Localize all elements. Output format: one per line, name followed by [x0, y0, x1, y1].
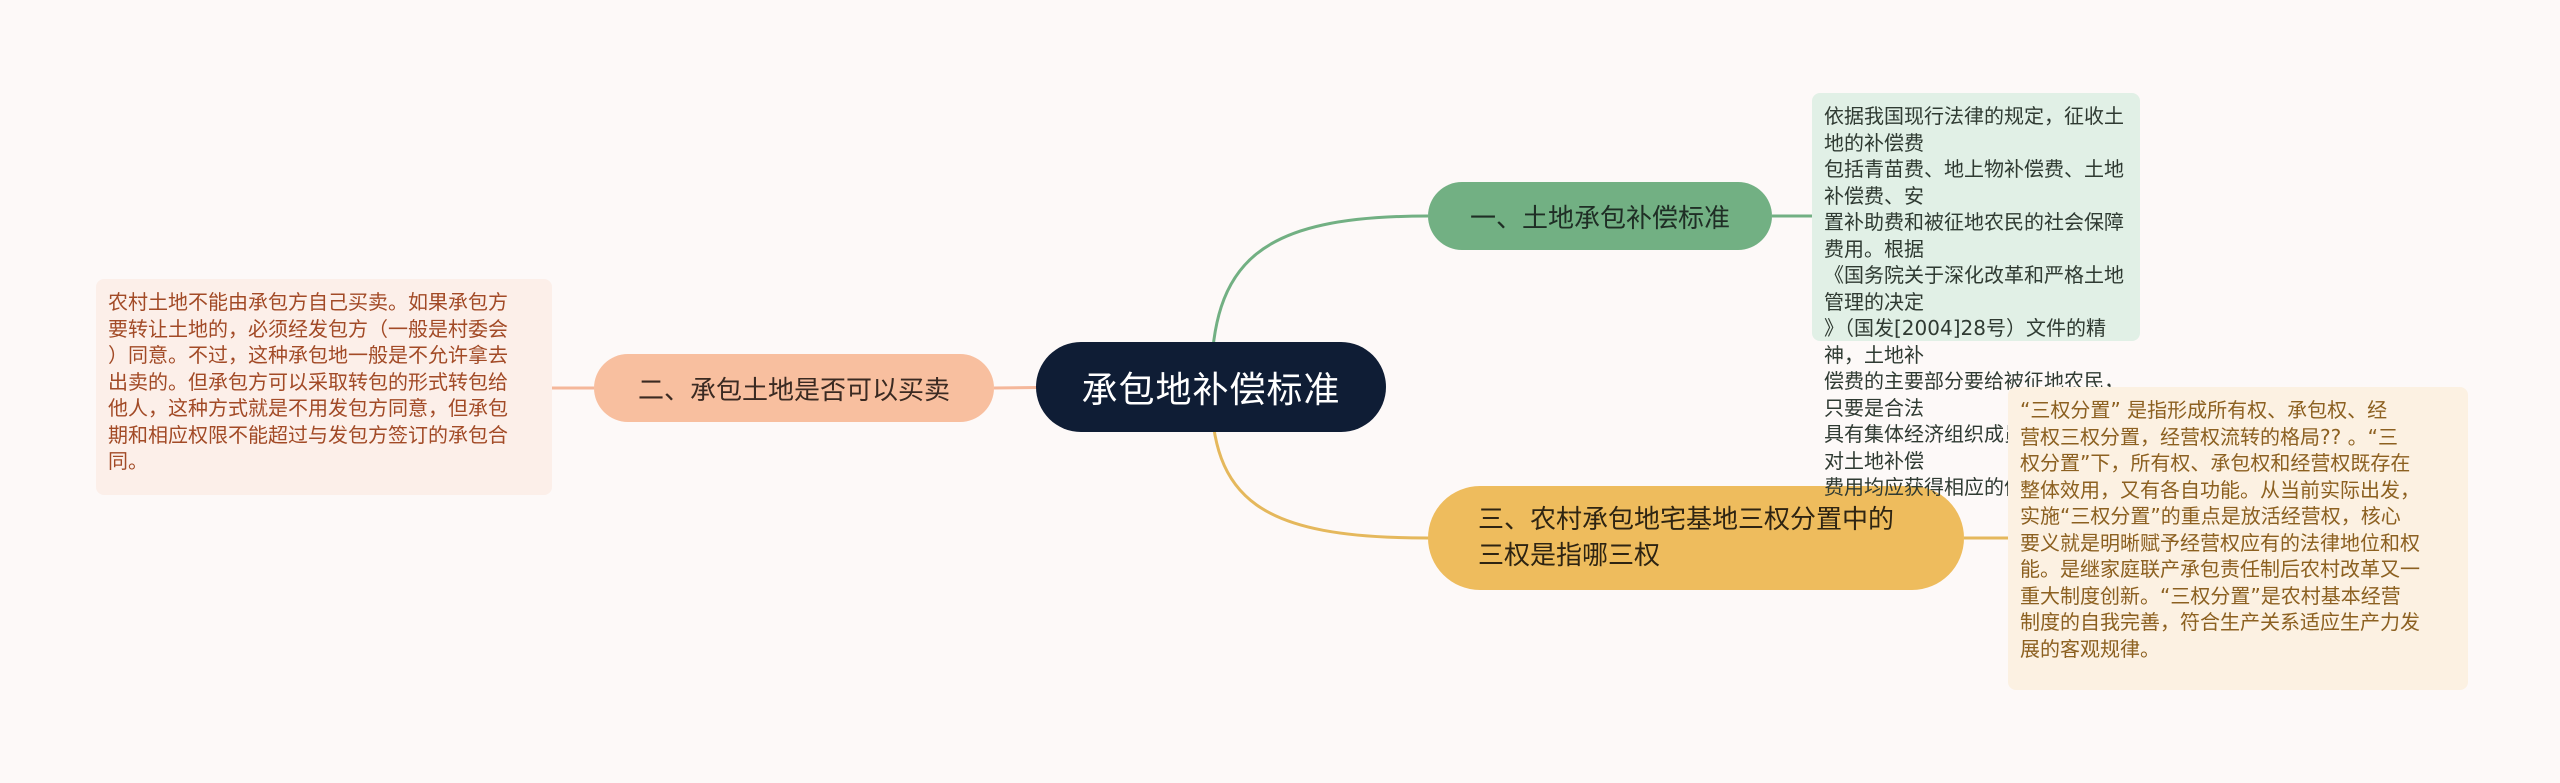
branch-label: 一、土地承包补偿标准: [1469, 203, 1730, 234]
note-box-1: 依据我国现行法律的规定，征收土地的补偿费 包括青苗费、地上物补偿费、土地补偿费、…: [1812, 93, 2140, 499]
note-box-3: “三权分置” 是指形成所有权、承包权、经 营权三权分置，经营权流转的格局?? 。…: [2008, 387, 2468, 690]
note-box-2: 农村土地不能由承包方自己买卖。如果承包方 要转让土地的，必须经发包方（一般是村委…: [96, 279, 552, 495]
link-root-to-branch-1: [1209, 214, 1429, 388]
branch-label: 二、承包土地是否可以买卖: [637, 375, 950, 406]
branch-node-2[interactable]: 二、承包土地是否可以买卖: [594, 354, 994, 422]
branch-node-1[interactable]: 一、土地承包补偿标准: [1428, 182, 1772, 250]
branch-node-3[interactable]: 三、农村承包地宅基地三权分置中的三权是指哪三权: [1428, 486, 1964, 590]
root-node[interactable]: 承包地补偿标准: [1036, 342, 1386, 432]
root-label: 承包地补偿标准: [1081, 370, 1341, 411]
branch-label: 三、农村承包地宅基地三权分置中的三权是指哪三权: [1478, 505, 1895, 571]
